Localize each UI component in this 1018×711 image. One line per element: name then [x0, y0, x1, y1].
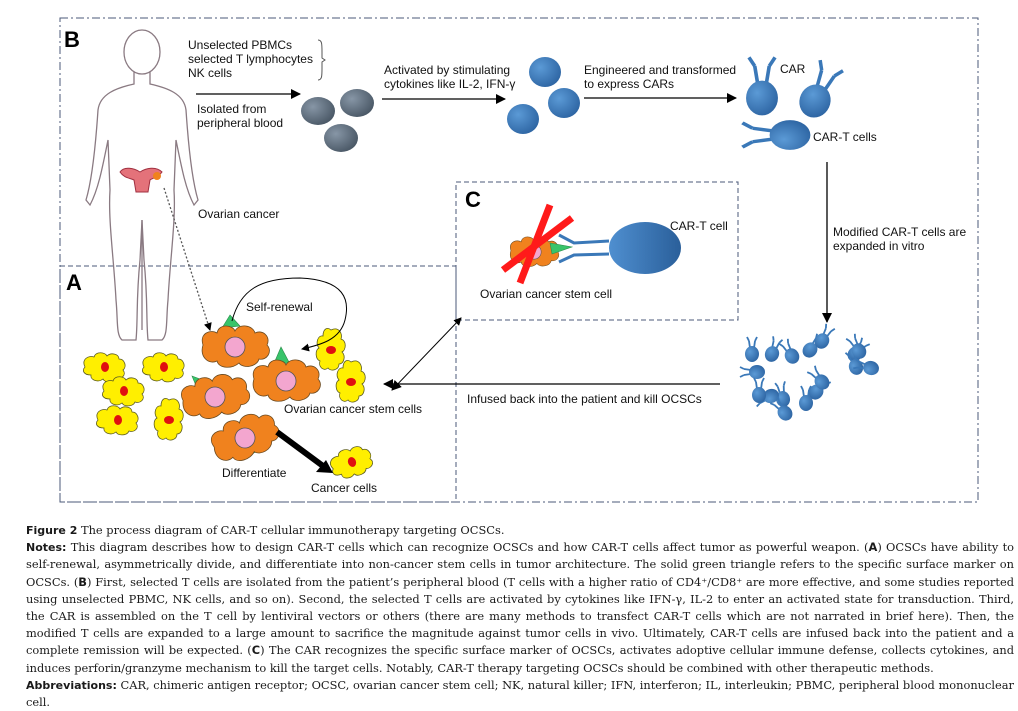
panel-a-letter: A [66, 270, 82, 295]
cell-source-label: Unselected PBMCs [188, 38, 293, 52]
diagram-canvas [59, 17, 979, 503]
kill-cross-icon [500, 203, 575, 285]
cell-source-label: NK cells [188, 66, 233, 80]
notes-intro: This diagram describes how to design CAR… [70, 540, 869, 555]
panel-b-letter: B [64, 27, 80, 52]
notes-letter-a: A [868, 540, 878, 555]
figure-caption: Figure 2 The process diagram of CAR-T ce… [26, 522, 1014, 711]
figure-title: The process diagram of CAR-T cellular im… [80, 523, 505, 537]
differentiate-label: Differentiate [222, 466, 287, 480]
isolated-t-cells [301, 89, 374, 152]
panel-c-letter: C [465, 187, 481, 212]
ocsc-single-label: Ovarian cancer stem cell [480, 287, 613, 301]
car-t-cell-icon [739, 364, 766, 380]
caption-abbreviations: Abbreviations: CAR, chimeric antigen rec… [26, 677, 1014, 711]
isolation-label: Isolated from [197, 102, 267, 116]
ocsc-group [178, 314, 321, 469]
expanded-car-t-cells [739, 321, 882, 425]
ocsc-label: Ovarian cancer stem cells [284, 402, 423, 416]
expansion-label: Modified CAR-T cells are [833, 225, 967, 239]
cell-source-label: selected T lymphocytes [188, 52, 313, 66]
notes-label: Notes: [26, 541, 67, 555]
notes-letter-c: C [251, 643, 261, 658]
human-body-icon [85, 29, 199, 341]
expansion-label: expanded in vitro [833, 239, 925, 253]
infusion-label: Infused back into the patient and kill O… [467, 392, 702, 406]
car-t-cell-icon [761, 334, 786, 365]
ovarian-cancer-label: Ovarian cancer [198, 207, 280, 221]
car-t-cell-icon [744, 336, 760, 363]
panel-c-frame [455, 181, 739, 321]
self-renewal-label: Self-renewal [246, 300, 313, 314]
activation-label: Activated by stimulating [384, 63, 511, 77]
notes-a: ) OCSCs have ability to self-renewal, as… [26, 540, 1015, 589]
panel-b-frame [59, 17, 979, 503]
car-t-cells-label: CAR-T cells [813, 130, 877, 144]
car-label: CAR [780, 62, 806, 76]
notes-b: ) First, selected T cells are isolated f… [26, 574, 1014, 658]
engineering-label: to express CARs [584, 77, 675, 91]
differentiate-arrow [275, 429, 325, 469]
car-t-process-diagram: B A C Unselected PBMCs selected T lympho… [59, 17, 979, 503]
abbreviations-label: Abbreviations: [26, 678, 117, 692]
isolation-label: peripheral blood [197, 116, 284, 130]
ovary-to-ocsc-arrow [163, 187, 212, 331]
engineering-label: Engineered and transformed [584, 63, 737, 77]
caption-notes: Notes: This diagram describes how to des… [26, 539, 1014, 677]
self-renewal-arrow [231, 277, 348, 352]
car-t-cell-label: CAR-T cell [670, 219, 728, 233]
notes-letter-b: B [78, 574, 87, 589]
car-t-cell-icon [751, 377, 767, 404]
figure-label: Figure 2 [26, 524, 78, 537]
abbreviations-text: CAR, chimeric antigen receptor; OCSC, ov… [26, 677, 1014, 710]
panel-c-car-t-cell [558, 222, 681, 274]
ocsc-to-car-t-arrow [391, 317, 462, 391]
uterus-icon [119, 167, 163, 193]
cancer-cells-label: Cancer cells [311, 481, 378, 495]
activated-t-cells [507, 57, 580, 134]
caption-title: Figure 2 The process diagram of CAR-T ce… [26, 522, 1014, 539]
targeted-ocsc [510, 236, 574, 267]
cell-sources-bracket [317, 39, 326, 81]
activation-label: cytokines like IL-2, IFN-γ [384, 77, 516, 91]
notes-c: ) The CAR recognizes the specific surfac… [26, 643, 1014, 675]
